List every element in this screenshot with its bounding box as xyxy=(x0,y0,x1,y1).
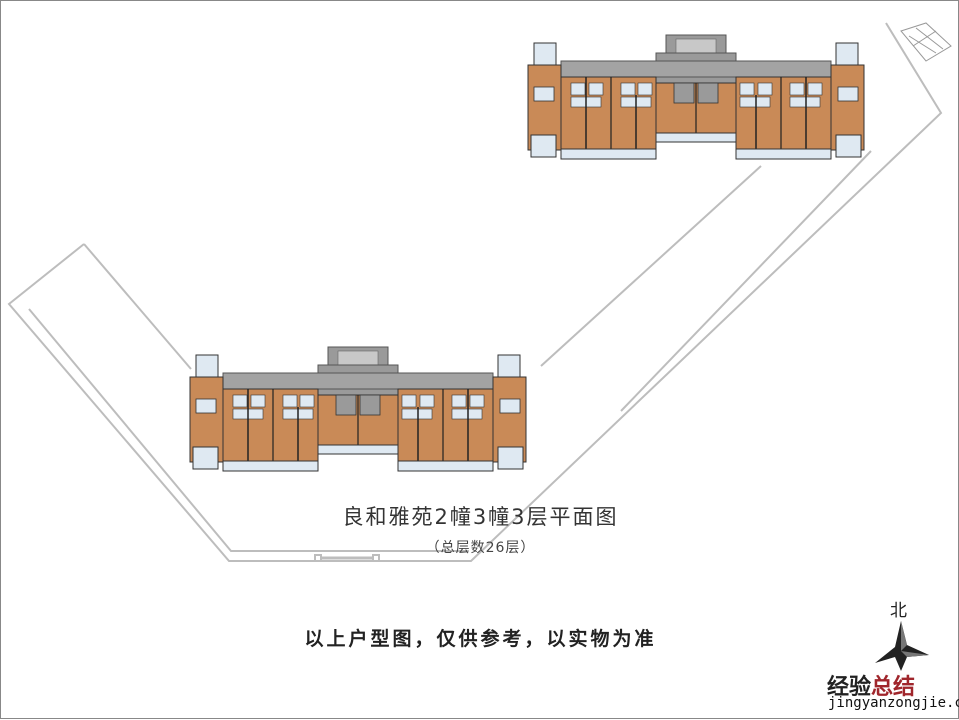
plan-subtitle: （总层数26层） xyxy=(425,540,536,556)
watermark-text-black: 经验 xyxy=(827,675,872,700)
watermark-text-red: 总结 xyxy=(871,675,916,700)
parking-grid xyxy=(900,22,952,62)
north-label: 北 xyxy=(890,601,907,621)
north-arrow-icon xyxy=(875,621,929,671)
building-2-floorplan xyxy=(189,346,527,472)
disclaimer-text: 以上户型图，仅供参考，以实物为准 xyxy=(304,628,657,650)
watermark-url: jingyanzongjie.com xyxy=(828,695,959,711)
watermark-logo: 经验总结 xyxy=(827,669,915,701)
site-boundary xyxy=(7,22,943,562)
plan-title: 良和雅苑2幢3幢3层平面图 xyxy=(342,505,619,529)
building-3-floorplan xyxy=(527,34,865,160)
